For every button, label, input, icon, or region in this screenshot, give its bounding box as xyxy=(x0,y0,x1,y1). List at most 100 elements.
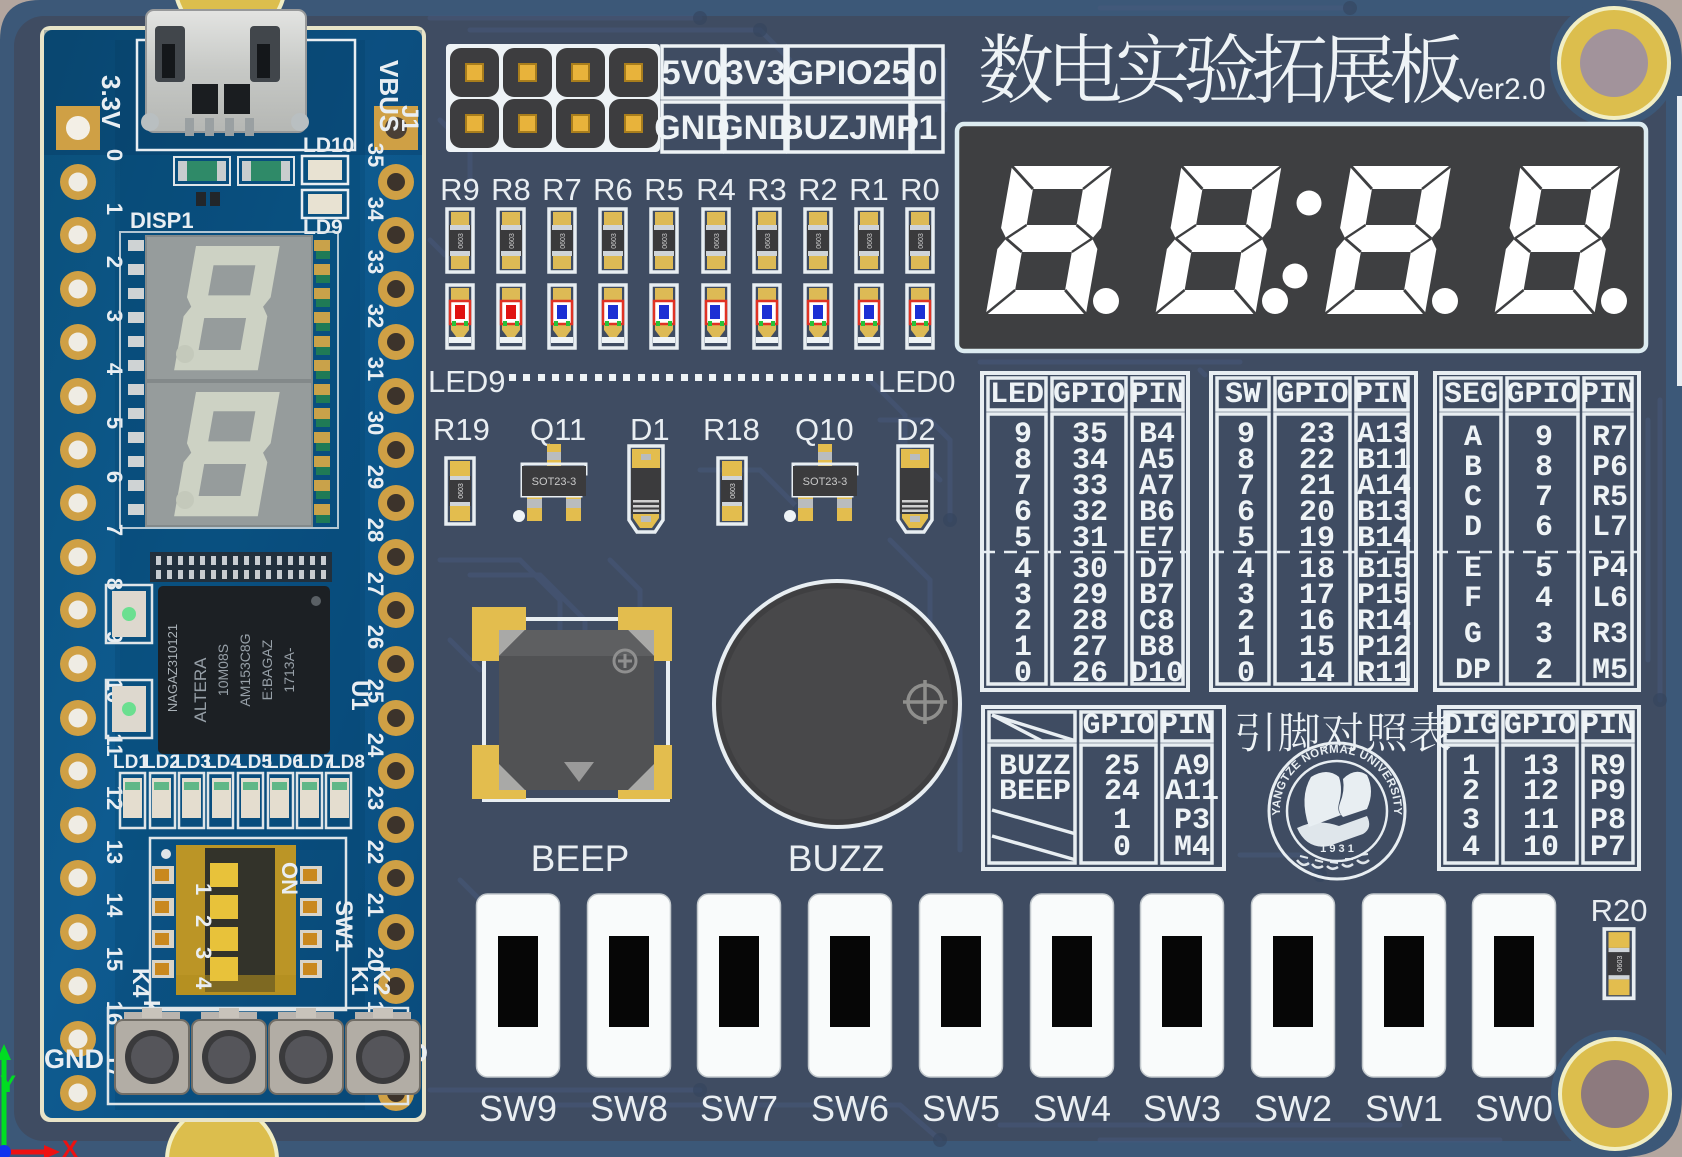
svg-text:R9: R9 xyxy=(440,172,480,207)
svg-text:PIN: PIN xyxy=(1355,378,1409,412)
svg-text:D7: D7 xyxy=(1139,553,1175,587)
svg-text:4: 4 xyxy=(1237,553,1255,587)
svg-text:C: C xyxy=(1464,481,1482,515)
svg-text:16: 16 xyxy=(1299,605,1335,639)
svg-text:34: 34 xyxy=(1072,444,1108,478)
svg-text:SW5: SW5 xyxy=(922,1088,1000,1129)
svg-text:NAGAZ310121: NAGAZ310121 xyxy=(165,624,180,712)
svg-text:13: 13 xyxy=(102,840,127,864)
svg-text:26: 26 xyxy=(1072,657,1108,691)
svg-text:8: 8 xyxy=(1014,444,1032,478)
svg-text:B15: B15 xyxy=(1357,553,1411,587)
svg-text:3: 3 xyxy=(1237,579,1255,613)
svg-text:20: 20 xyxy=(363,947,388,971)
svg-text:1: 1 xyxy=(1113,804,1131,838)
svg-text:BEEP: BEEP xyxy=(531,838,630,879)
svg-text:25: 25 xyxy=(1104,750,1140,784)
svg-text:23: 23 xyxy=(363,786,388,810)
svg-text:28: 28 xyxy=(363,518,388,542)
svg-text:1713A-: 1713A- xyxy=(281,647,297,692)
svg-text:K1: K1 xyxy=(347,966,373,996)
svg-text:B: B xyxy=(1464,451,1482,485)
svg-text:LD8: LD8 xyxy=(329,752,365,773)
svg-text:SW8: SW8 xyxy=(590,1088,668,1129)
svg-text:LD9: LD9 xyxy=(303,216,343,239)
svg-text:F: F xyxy=(1464,582,1482,616)
svg-text:0: 0 xyxy=(919,54,938,92)
svg-text:22: 22 xyxy=(1299,444,1335,478)
svg-text:2: 2 xyxy=(1237,605,1255,639)
svg-text:P12: P12 xyxy=(1357,631,1411,665)
svg-text:0: 0 xyxy=(1113,831,1131,865)
svg-text:14: 14 xyxy=(1299,657,1335,691)
svg-text:R8: R8 xyxy=(491,172,531,207)
svg-text:R4: R4 xyxy=(696,172,736,207)
svg-text:2: 2 xyxy=(1014,605,1032,639)
svg-text:0: 0 xyxy=(102,149,127,161)
svg-text:1: 1 xyxy=(1237,631,1255,665)
svg-text:2: 2 xyxy=(1462,775,1480,809)
svg-text:R5: R5 xyxy=(644,172,684,207)
svg-text:GPIO25: GPIO25 xyxy=(788,54,911,92)
svg-text:R11: R11 xyxy=(1357,657,1411,691)
svg-text:R3: R3 xyxy=(747,172,787,207)
svg-text:12: 12 xyxy=(1523,775,1559,809)
svg-text:14: 14 xyxy=(102,893,127,918)
svg-text:SEG: SEG xyxy=(1444,378,1498,412)
svg-text:DIG: DIG xyxy=(1444,709,1498,743)
svg-text:SW: SW xyxy=(1225,378,1261,412)
svg-text:VBUS: VBUS xyxy=(374,60,404,132)
svg-text:6: 6 xyxy=(1535,511,1553,545)
svg-text:9: 9 xyxy=(1014,418,1032,452)
svg-text:DISP1: DISP1 xyxy=(130,208,194,233)
svg-text:BEEP: BEEP xyxy=(999,775,1071,809)
svg-text:B13: B13 xyxy=(1357,496,1411,530)
svg-text:D1: D1 xyxy=(630,412,670,447)
svg-text:23: 23 xyxy=(1299,418,1335,452)
svg-text:R20: R20 xyxy=(1591,893,1648,928)
svg-text:SW2: SW2 xyxy=(1254,1088,1332,1129)
svg-text:LD1: LD1 xyxy=(113,752,149,773)
svg-text:5: 5 xyxy=(1237,522,1255,556)
svg-text:30: 30 xyxy=(363,411,388,435)
svg-text:LD7: LD7 xyxy=(298,752,334,773)
svg-text:11: 11 xyxy=(1523,804,1559,838)
svg-text:1: 1 xyxy=(1462,750,1480,784)
svg-text:R5: R5 xyxy=(1592,481,1628,515)
svg-text:Q10: Q10 xyxy=(795,412,854,447)
svg-text:10M08S: 10M08S xyxy=(215,644,231,696)
svg-text:27: 27 xyxy=(1072,631,1108,665)
svg-text:34: 34 xyxy=(363,197,388,222)
svg-text:L7: L7 xyxy=(1592,511,1628,545)
svg-text:4: 4 xyxy=(191,977,216,990)
svg-text:1: 1 xyxy=(102,203,127,215)
svg-text:0: 0 xyxy=(1237,657,1255,691)
svg-text:P9: P9 xyxy=(1590,775,1626,809)
svg-text:PIN: PIN xyxy=(1581,378,1635,412)
svg-text:13: 13 xyxy=(1523,750,1559,784)
svg-text:35: 35 xyxy=(363,143,388,167)
svg-text:33: 33 xyxy=(363,250,388,274)
svg-text:1: 1 xyxy=(191,883,216,895)
svg-text:SW6: SW6 xyxy=(811,1088,889,1129)
svg-text:J1: J1 xyxy=(396,105,423,132)
svg-text:R7: R7 xyxy=(1592,421,1628,455)
svg-text:15: 15 xyxy=(102,947,127,971)
svg-text:6: 6 xyxy=(1014,496,1032,530)
svg-text:8: 8 xyxy=(1535,451,1553,485)
svg-text:5: 5 xyxy=(1535,552,1553,586)
svg-text:3: 3 xyxy=(1462,804,1480,838)
svg-text:7: 7 xyxy=(1014,470,1032,504)
svg-text:E: E xyxy=(1464,552,1482,586)
svg-text:SW3: SW3 xyxy=(1143,1088,1221,1129)
svg-text:B4: B4 xyxy=(1139,418,1175,452)
svg-text:35: 35 xyxy=(1072,418,1108,452)
svg-text:P6: P6 xyxy=(1592,451,1628,485)
svg-text:4: 4 xyxy=(102,363,127,376)
svg-text:3V3: 3V3 xyxy=(725,54,786,92)
svg-text:BUZZ: BUZZ xyxy=(788,838,885,879)
svg-text:LD10: LD10 xyxy=(303,134,354,157)
svg-text:LD6: LD6 xyxy=(267,752,303,773)
svg-text:5V0: 5V0 xyxy=(662,54,723,92)
svg-text:B6: B6 xyxy=(1139,496,1175,530)
